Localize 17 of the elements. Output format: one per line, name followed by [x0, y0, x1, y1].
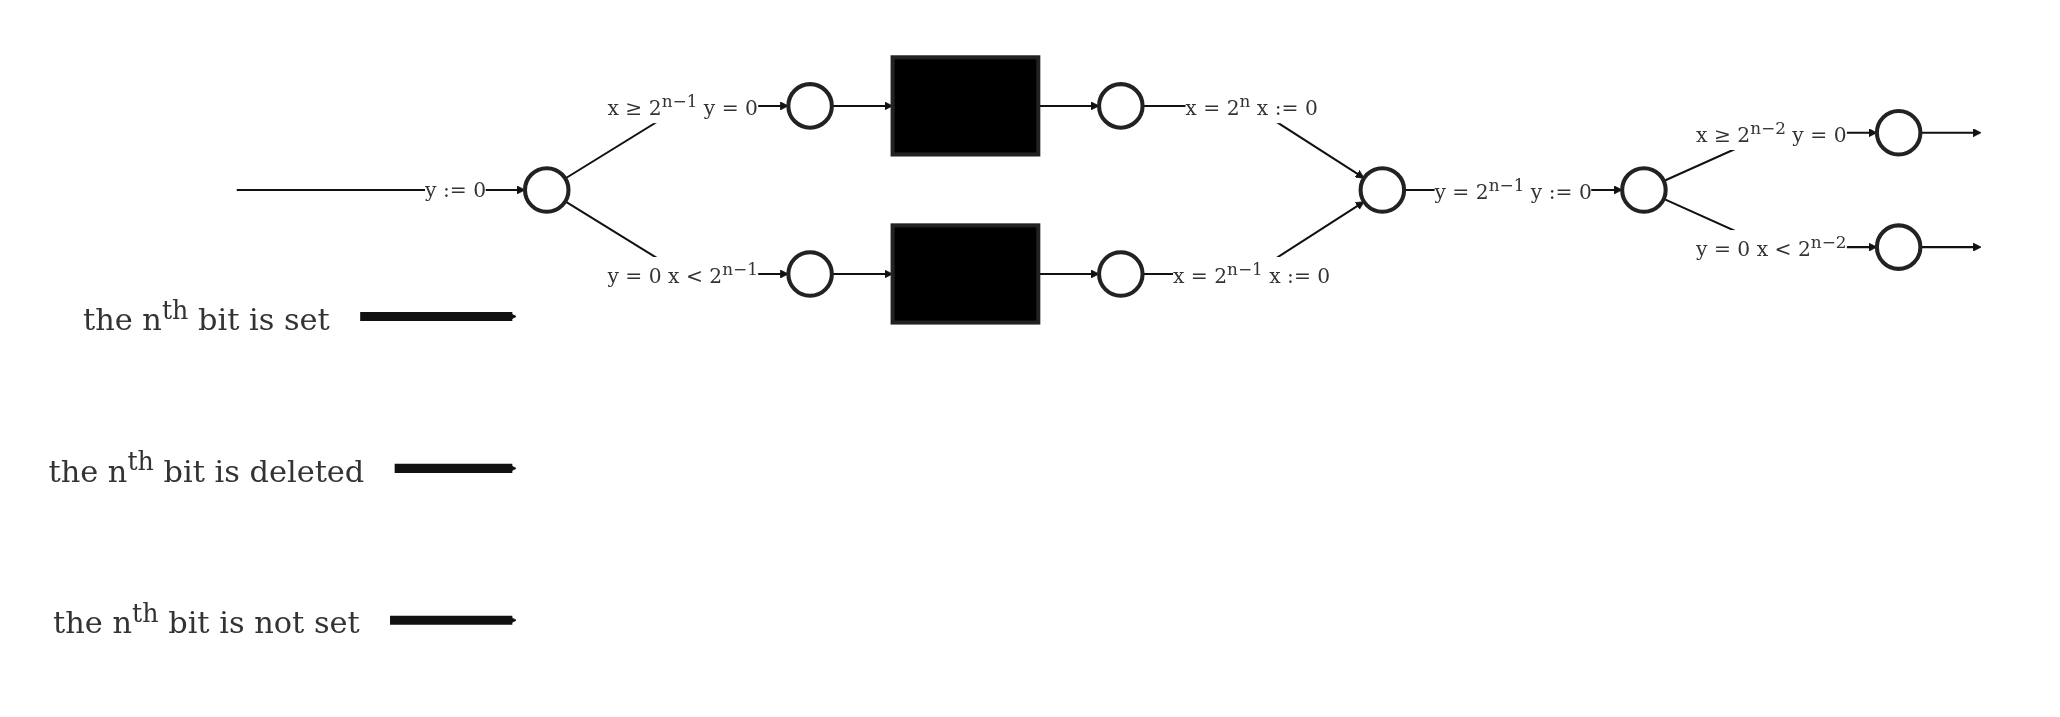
- state-circle: [786, 249, 834, 298]
- state-circle: [1097, 249, 1145, 298]
- state-circle: [1620, 165, 1668, 214]
- state-circle: [1874, 108, 1923, 156]
- state-circle: [786, 81, 834, 130]
- state-circle: [1874, 222, 1923, 271]
- leader-arrow: [360, 311, 517, 321]
- leader-arrow: [394, 463, 517, 473]
- callout-text: the n$^{th}$ bit is deleted: [48, 446, 365, 489]
- state-circle: [1358, 165, 1407, 214]
- callout-text: the n$^{th}$ bit is not set: [53, 598, 360, 640]
- state-circle: [1097, 81, 1145, 130]
- filled-box: [890, 54, 1041, 156]
- leader-arrow: [390, 615, 517, 625]
- state-circle: [522, 165, 571, 214]
- callout-text: the n$^{th}$ bit is set: [82, 294, 330, 337]
- filled-box: [890, 222, 1041, 325]
